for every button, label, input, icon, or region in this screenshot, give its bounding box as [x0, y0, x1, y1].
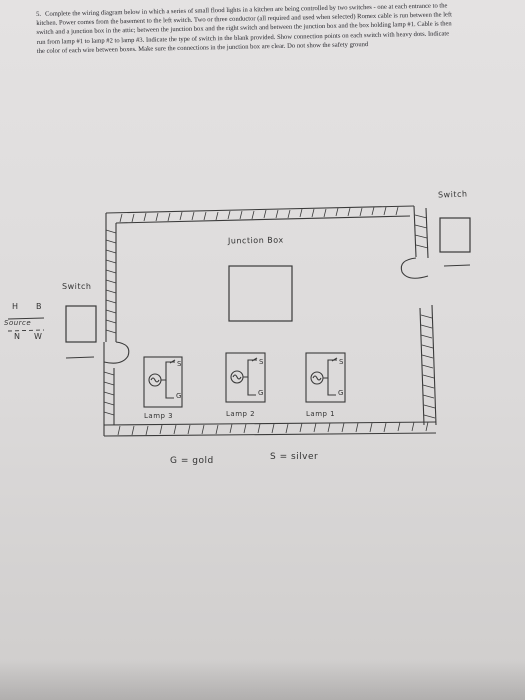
wall-bottom-outer-line [103, 432, 437, 437]
left-door-swing [103, 341, 130, 364]
white-label: W [34, 332, 43, 341]
left-switch-label: Switch [62, 282, 92, 291]
legend-gold: G = gold [170, 456, 214, 466]
lamp3-label: Lamp 3 [144, 412, 174, 420]
lamp1-label: Lamp 1 [306, 410, 336, 418]
wall-top-line [105, 205, 415, 214]
lamp2-label: Lamp 2 [226, 410, 256, 418]
lamp2-g-terminal: G [258, 389, 264, 397]
black-label: B [36, 302, 42, 311]
lamp3-box [143, 356, 183, 408]
left-switch-type-blank [65, 356, 95, 359]
lamp3-s-terminal: S [177, 360, 182, 368]
wall-right-lower-line [419, 307, 425, 426]
lamp1-s-terminal: S [339, 358, 344, 366]
legend-silver: S = silver [270, 452, 319, 462]
lamp2-s-terminal: S [259, 358, 264, 366]
right-switch-type-blank [443, 264, 471, 267]
junction-box-label: Junction Box [227, 235, 284, 246]
wall-right-lower-outer-line [431, 304, 437, 426]
lamp1-box [305, 352, 346, 403]
wall-right-upper-outer-line [425, 207, 429, 259]
lamp2-box [225, 352, 266, 403]
source-line-bottom [7, 329, 45, 332]
left-switch-box [65, 305, 97, 343]
wall-bottom-line [103, 421, 437, 426]
source-label: Source [4, 319, 32, 327]
right-door-swing [400, 257, 429, 279]
lamp3-g-terminal: G [176, 392, 182, 400]
right-switch-box [439, 217, 471, 253]
wall-right-upper-line [413, 205, 417, 258]
neutral-label: N [14, 332, 21, 341]
wall-top-inner-line [115, 215, 411, 224]
source-line-top [7, 317, 45, 320]
junction-box [228, 265, 293, 322]
right-switch-label: Switch [437, 189, 468, 200]
lamp1-g-terminal: G [338, 389, 344, 397]
paper-shadow [0, 660, 525, 700]
hot-label: H [12, 302, 19, 311]
